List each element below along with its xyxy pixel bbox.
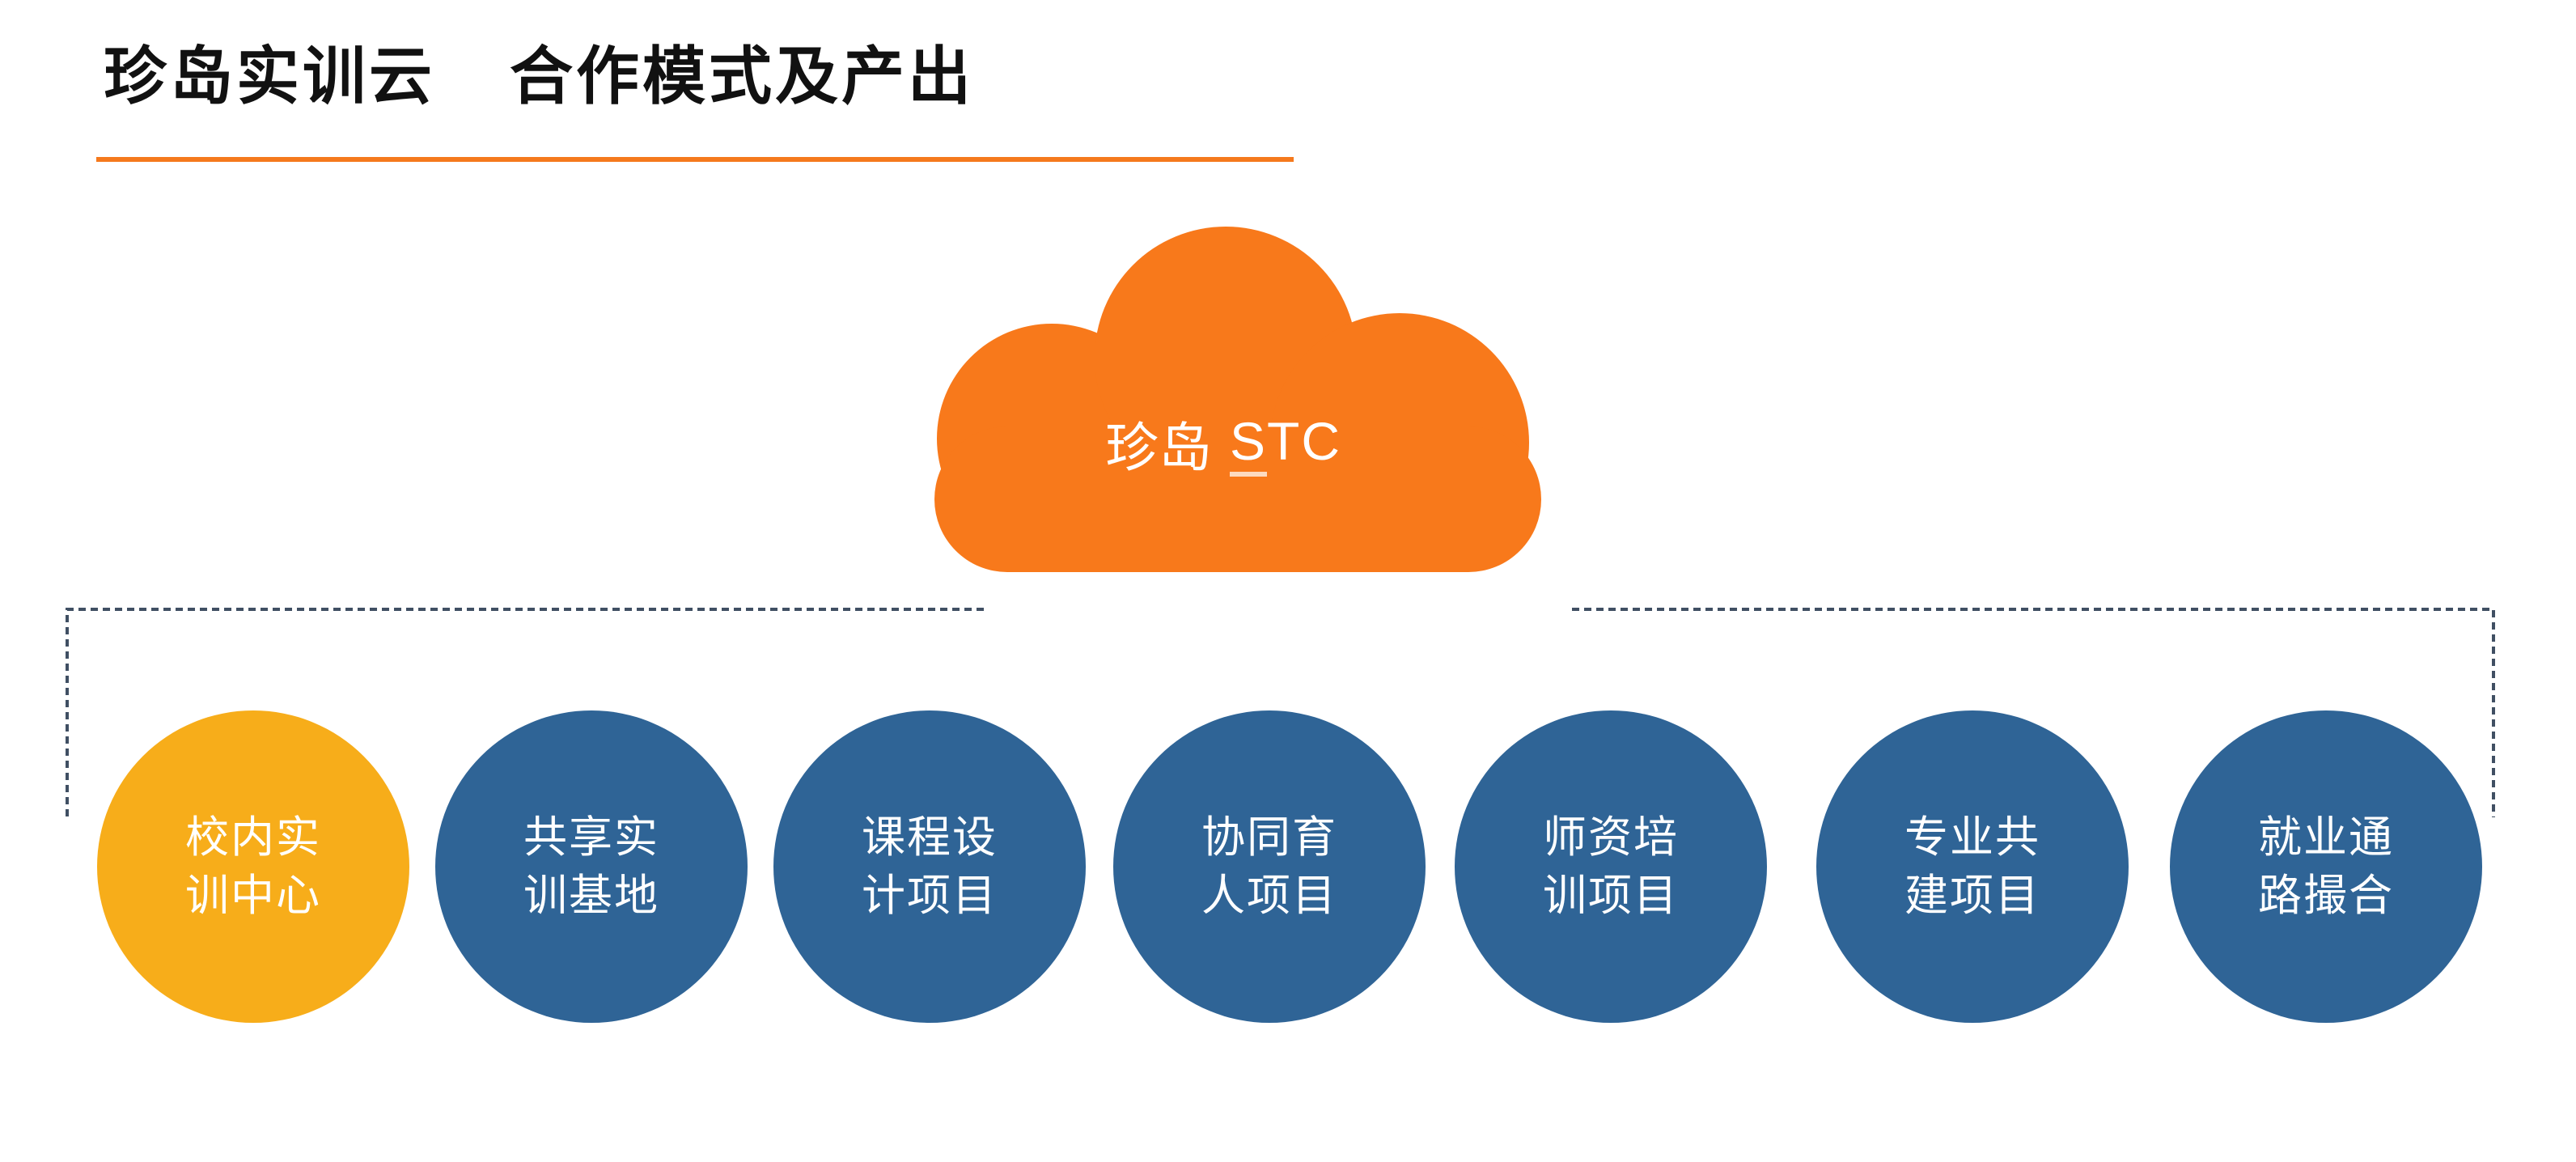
cloud-icon <box>934 227 1541 572</box>
circle-teacher-training-project: 师资培 训项目 <box>1455 710 1767 1023</box>
cloud-label-en: STC <box>1229 410 1341 477</box>
circle-shared-training-base: 共享实 训基地 <box>435 710 748 1023</box>
circle-label-line2: 训项目 <box>1543 872 1679 920</box>
page-title-part2: 合作模式及产出 <box>510 40 975 112</box>
circle-label-line2: 训基地 <box>523 872 659 920</box>
circle-label-line1: 课程设 <box>862 813 998 862</box>
circle-collaborative-education-project: 协同育 人项目 <box>1113 710 1426 1023</box>
circle-employment-channel-matching: 就业通 路撮合 <box>2170 710 2482 1023</box>
dashed-connector-left <box>66 608 984 820</box>
circle-label-line2: 计项目 <box>862 872 998 920</box>
circle-label-line2: 训中心 <box>185 872 321 920</box>
cloud-label-rest: TC <box>1267 410 1341 471</box>
circle-label-line1: 师资培 <box>1543 813 1679 862</box>
cloud-label-cn: 珍岛 <box>1104 418 1212 477</box>
title-underline <box>96 157 1294 162</box>
circle-label-line1: 专业共 <box>1904 813 2040 862</box>
circle-label-line1: 校内实 <box>185 813 321 862</box>
circle-label-line1: 协同育 <box>1201 813 1337 862</box>
circle-campus-training-center: 校内实 训中心 <box>97 710 409 1023</box>
circle-major-co-construction-project: 专业共 建项目 <box>1816 710 2129 1023</box>
circle-label-line1: 就业通 <box>2258 813 2394 862</box>
cloud-label-s: S <box>1229 413 1268 477</box>
circle-label-line2: 建项目 <box>1904 872 2040 920</box>
page-title-part1: 珍岛实训云 <box>104 40 436 112</box>
circle-label-line1: 共享实 <box>523 813 659 862</box>
circle-label-line2: 路撮合 <box>2258 872 2394 920</box>
stc-cloud: 珍岛 STC <box>934 224 1541 572</box>
circle-label-line2: 人项目 <box>1201 872 1337 920</box>
dashed-connector-right <box>1572 608 2495 817</box>
circle-course-design-project: 课程设 计项目 <box>773 710 1086 1023</box>
cloud-label: 珍岛 STC <box>920 269 1527 617</box>
page-title: 珍岛实训云 合作模式及产出 <box>104 36 974 117</box>
